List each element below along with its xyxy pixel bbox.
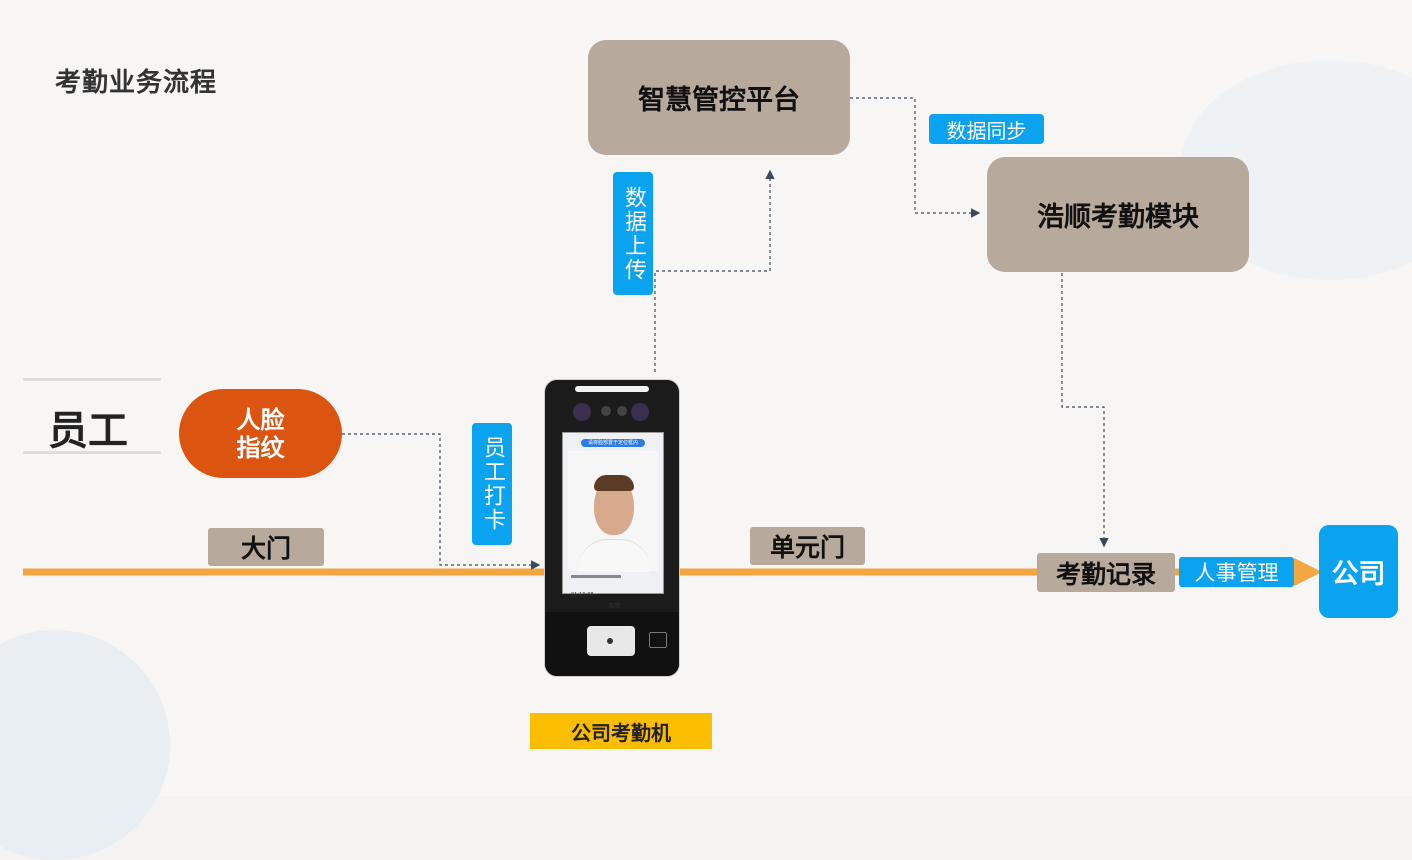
face-fingerprint-node: 人脸 指纹 — [179, 389, 342, 478]
page-title: 考勤业务流程 — [55, 68, 218, 98]
gate-label: 大门 — [208, 528, 324, 566]
person-hair — [594, 475, 634, 491]
divider — [23, 378, 161, 381]
camera-icon — [617, 406, 627, 416]
edge-platform-to-module — [850, 97, 981, 218]
fingerprint-sensor-icon — [587, 626, 635, 656]
attendance-device-image: 请将脸部置于定位框内 01:13:38 浩顺 — [545, 380, 679, 676]
camera-icon — [601, 406, 611, 416]
screen-prompt: 请将脸部置于定位框内 — [581, 439, 645, 447]
edge-device-to-platform — [654, 169, 775, 372]
fingerprint-label: 指纹 — [236, 433, 285, 462]
attendance-record-node: 考勤记录 — [1037, 553, 1175, 592]
camera-icon — [631, 403, 649, 421]
edge-face-to-device — [342, 433, 541, 570]
attendance-module-node: 浩顺考勤模块 — [987, 157, 1249, 272]
sync-label: 数据同步 — [929, 114, 1044, 144]
edge-module-to-record — [1061, 273, 1109, 548]
hr-label: 人事管理 — [1179, 557, 1294, 587]
staff-label: 员工 — [48, 408, 128, 454]
screen-time: 01:13:38 — [571, 592, 594, 598]
face-photo — [568, 451, 658, 572]
screen-info: 01:13:38 — [571, 575, 631, 598]
divider — [23, 451, 161, 454]
person-body — [578, 539, 650, 572]
device-logo: 浩顺 — [607, 603, 620, 610]
clockin-label: 员工打卡 — [472, 423, 512, 545]
unit-door-label: 单元门 — [750, 527, 865, 565]
platform-node: 智慧管控平台 — [588, 40, 850, 155]
device-screen: 请将脸部置于定位框内 01:13:38 浩顺 — [562, 432, 664, 610]
upload-label: 数据上传 — [613, 172, 653, 295]
face-label: 人脸 — [236, 405, 285, 434]
main-flow-arrowhead — [1294, 558, 1322, 586]
attendance-machine-label: 公司考勤机 — [530, 713, 712, 749]
device-sensor-bar — [575, 386, 649, 392]
card-reader-icon — [649, 632, 667, 648]
company-node: 公司 — [1319, 525, 1398, 618]
camera-icon — [573, 403, 591, 421]
device-lower-panel — [545, 612, 679, 676]
